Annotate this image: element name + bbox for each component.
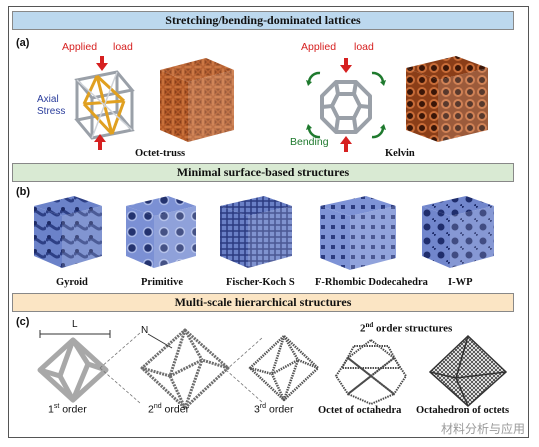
gyroid-structure [34, 196, 102, 268]
zoom-connectors-2 [225, 337, 263, 403]
octet-of-octahedra [334, 338, 408, 406]
applied-label-right: Applied [301, 41, 337, 53]
gyroid-label: Gyroid [56, 277, 88, 288]
octet-truss-label: Octet-truss [135, 148, 186, 159]
first-order-label: 1st order [48, 403, 87, 416]
second-order-structures-heading: 2nd order structures [360, 321, 453, 335]
panel-b-letter: (b) [16, 186, 31, 198]
section-c-title: Multi-scale hierarchical structures [12, 293, 514, 312]
i-wp-structure [422, 196, 494, 268]
fischer-koch-s-structure [220, 196, 292, 268]
dimension-L-label: L [72, 319, 78, 330]
load-label-right: load [354, 41, 374, 53]
third-order-label: 3rd order [254, 403, 294, 416]
stress-label: Stress [37, 106, 66, 117]
f-rhombic-dodecahedra-structure [320, 196, 396, 270]
i-wp-label: I-WP [448, 277, 473, 288]
fischer-koch-s-label: Fischer-Koch S [226, 277, 295, 288]
dimension-N-label: N [141, 325, 149, 336]
octahedron-of-octets-label: Octahedron of octets [416, 405, 510, 416]
bending-label: Bending [290, 136, 329, 148]
octet-truss-unit-cell [74, 70, 135, 140]
load-label-left: load [113, 41, 133, 53]
section-a-title: Stretching/bending-dominated lattices [12, 11, 514, 30]
section-b-title: Minimal surface-based structures [12, 163, 514, 182]
watermark-text: 材料分析与应用 [440, 422, 525, 436]
primitive-label: Primitive [141, 277, 183, 288]
octahedron-of-octets [428, 334, 508, 408]
load-arrow-top-left [96, 56, 108, 71]
bending-arrow-top-right [371, 71, 386, 86]
zoom-connectors-1 [99, 332, 141, 404]
panel-c-letter: (c) [16, 316, 30, 328]
kelvin-label: Kelvin [385, 148, 415, 159]
dimension-N-line [147, 333, 173, 349]
applied-label-left: Applied [62, 41, 98, 53]
bending-arrow-bottom-left [306, 124, 321, 139]
f-rhombic-dodecahedra-label: F-Rhombic Dodecahedra [315, 277, 428, 288]
kelvin-unit-cell [320, 80, 372, 134]
load-arrow-bottom-left [94, 134, 106, 150]
first-order-octahedron [37, 337, 109, 403]
bending-arrow-top-left [306, 71, 321, 86]
primitive-structure [126, 196, 196, 268]
kelvin-lattice-cube [406, 56, 488, 142]
bending-arrow-bottom-right [371, 124, 386, 139]
panel-a-letter: (a) [16, 37, 30, 49]
load-arrow-top-right [340, 58, 352, 73]
dimension-L-line [39, 330, 111, 338]
second-order-octahedron [140, 328, 230, 410]
load-arrow-bottom-right [340, 136, 352, 152]
axial-label: Axial [37, 94, 59, 105]
octet-truss-lattice-cube [160, 58, 234, 142]
octet-of-octahedra-label: Octet of octahedra [318, 405, 402, 416]
second-order-label: 2nd order [148, 403, 190, 416]
third-order-octahedron [248, 334, 320, 402]
